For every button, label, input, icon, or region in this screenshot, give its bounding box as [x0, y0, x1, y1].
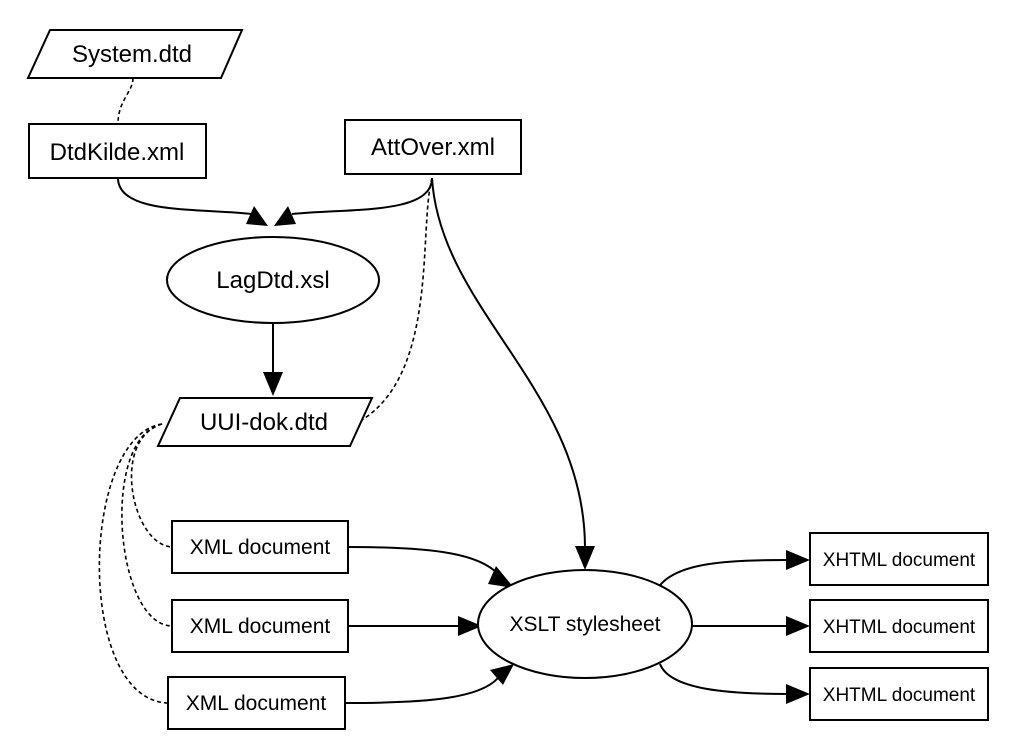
arrowhead-attover-xslt [575, 546, 595, 570]
node-label: XHTML document [823, 685, 976, 706]
rectangle-shape [809, 532, 989, 586]
node-label: XHTML document [823, 550, 976, 571]
rectangle-shape [344, 119, 522, 175]
dashed-link-uuidok-xml3 [98, 423, 169, 704]
parallelogram-shape [156, 397, 374, 447]
dashed-links [98, 77, 433, 704]
node-xml-document-2: XML document [171, 599, 349, 653]
arrowhead-attover-lagdtd [274, 206, 296, 226]
node-xhtml-document-2: XHTML document [809, 599, 989, 653]
edge-attover-xslt [431, 177, 586, 549]
arrowhead-xml1-xslt [488, 566, 514, 588]
rectangle-shape [167, 676, 346, 730]
node-dtdkilde-xml: DtdKilde.xml [28, 123, 207, 179]
dashed-link-uuidok-xml2 [121, 423, 173, 627]
edge-xslt-xhtml3 [659, 663, 789, 695]
rectangle-shape [809, 599, 989, 653]
node-label: LagDtd.xsl [216, 267, 329, 294]
node-system-dtd: System.dtd [26, 29, 244, 79]
edge-xml3-xslt [344, 677, 499, 704]
ellipse-shape [477, 569, 693, 679]
arrowhead-xml2-xslt [458, 616, 482, 636]
node-xml-document-1: XML document [171, 520, 349, 574]
arrowhead-xslt-xhtml3 [786, 684, 810, 704]
dashed-link-attover-uuidok [354, 177, 433, 425]
rectangle-shape [171, 520, 349, 574]
edge-xslt-xhtml1 [657, 559, 789, 589]
node-xml-document-3: XML document [167, 676, 346, 730]
node-label: AttOver.xml [371, 134, 495, 161]
node-attover-xml: AttOver.xml [344, 119, 522, 175]
rectangle-shape [28, 123, 207, 179]
node-label: XML document [190, 615, 331, 638]
arrowhead-lagdtd-uuidok [263, 372, 283, 396]
rectangle-shape [171, 599, 349, 653]
node-xhtml-document-1: XHTML document [809, 532, 989, 586]
node-xslt-stylesheet: XSLT stylesheet [477, 569, 693, 679]
edge-attover-lagdtd [291, 177, 433, 215]
node-label: XSLT stylesheet [510, 613, 661, 636]
dashed-link-system-dtdkilde [117, 77, 134, 125]
parallelogram-shape [26, 29, 244, 79]
arrowhead-xslt-xhtml2 [786, 616, 810, 636]
flow-edges [117, 177, 810, 704]
node-lagdtd-xsl: LagDtd.xsl [166, 236, 380, 324]
edge-xml1-xslt [347, 546, 499, 575]
node-label: XHTML document [823, 617, 976, 638]
rectangle-shape [809, 667, 989, 721]
node-label: DtdKilde.xml [50, 139, 185, 166]
arrowhead-xslt-xhtml1 [786, 550, 810, 570]
ellipse-shape [166, 236, 380, 324]
arrowhead-xml3-xslt [490, 664, 514, 685]
node-uui-dok-dtd: UUI-dok.dtd [156, 397, 374, 447]
node-xhtml-document-3: XHTML document [809, 667, 989, 721]
arrowhead-dtdkilde-lagdtd [246, 206, 268, 226]
dashed-link-uuidok-xml1 [130, 423, 173, 548]
node-label: XML document [186, 692, 327, 715]
node-label: UUI-dok.dtd [200, 409, 328, 436]
edge-dtdkilde-lagdtd [117, 177, 253, 215]
node-label: XML document [190, 536, 331, 559]
node-label: System.dtd [72, 41, 192, 68]
